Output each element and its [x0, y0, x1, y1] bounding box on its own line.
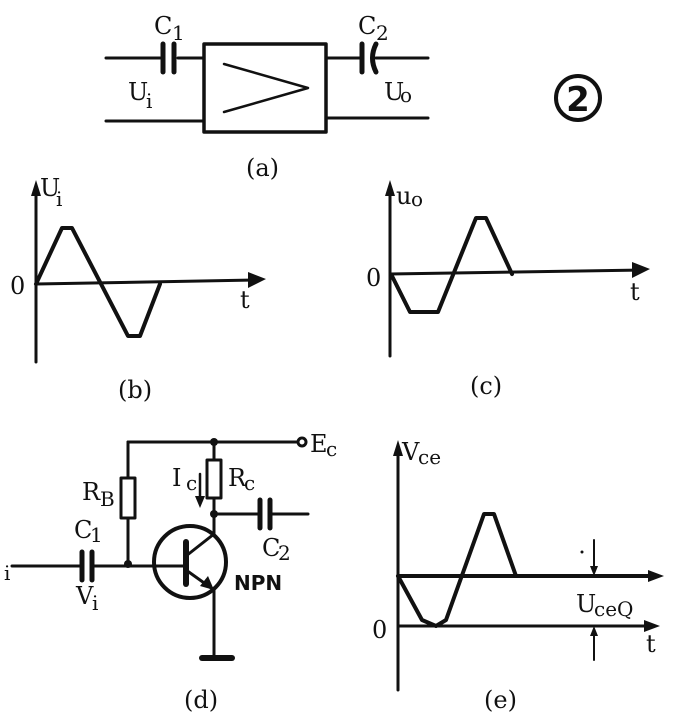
e-x-arrow — [644, 620, 660, 632]
a-c2-label: C — [358, 12, 376, 40]
d-c1-label: C — [74, 516, 92, 544]
e-y-arrow — [393, 440, 403, 456]
d-rb-sub: B — [100, 487, 115, 511]
e-caption: (e) — [484, 686, 517, 714]
panel-b-input-waveform: U i 0 t (b) — [10, 174, 266, 404]
d-rc-resistor — [205, 458, 223, 500]
panel-a-amplifier-block: C 1 C 2 U i U o (a) — [104, 12, 430, 182]
d-rc-label: R — [228, 464, 247, 492]
d-c2-label: C — [262, 534, 280, 562]
amplifier-triangle — [222, 62, 310, 114]
d-base-node — [124, 560, 132, 568]
d-transistor-collector — [184, 532, 216, 558]
a-c2-sub: 2 — [376, 21, 389, 45]
b-x-axis — [34, 278, 260, 286]
figure-number-badge: 2 — [554, 74, 602, 122]
a-input-label: U — [128, 78, 148, 106]
d-rc-sub: c — [244, 471, 255, 495]
d-emitter-arrow — [200, 576, 214, 590]
a-c1-sub: 1 — [172, 21, 185, 45]
e-level-arrow — [648, 570, 664, 582]
a-input-sub: i — [146, 89, 152, 113]
a-caption: (a) — [246, 154, 279, 182]
e-dim-arrow-bottom-head — [590, 626, 598, 636]
e-wave — [396, 512, 518, 628]
d-c2-sub: 2 — [278, 541, 291, 565]
b-origin-label: 0 — [10, 272, 25, 300]
panel-e-vce-waveform: V ce 0 t U ceQ (e) — [372, 438, 664, 714]
d-ic-arrow-head — [195, 496, 205, 508]
c-x-label: t — [630, 278, 640, 306]
e-y-sub: ce — [418, 445, 441, 469]
d-c1-sub: 1 — [90, 523, 103, 547]
c-caption: (c) — [470, 372, 502, 400]
c-x-arrow — [632, 262, 650, 278]
d-transistor-circle — [152, 524, 228, 600]
b-y-sub: i — [56, 187, 62, 211]
b-x-arrow — [248, 272, 266, 288]
panel-d-transistor-circuit: E c R B R c I c C 2 C 1 V i — [4, 430, 337, 714]
d-ic-label: I — [172, 464, 181, 492]
d-vi-label: V — [75, 582, 94, 610]
e-x-label: t — [646, 630, 656, 658]
d-transistor-label: NPN — [234, 571, 282, 595]
b-wave — [34, 226, 162, 338]
figure-number-text: 2 — [566, 80, 590, 120]
e-level-label: U — [576, 590, 596, 618]
d-supply-terminal — [296, 436, 308, 448]
c-y-label: u — [396, 182, 411, 210]
e-dim-arrow-top-head — [590, 566, 598, 576]
panel-c-output-waveform: u o 0 t (c) — [366, 180, 650, 400]
a-output-label: U — [384, 78, 404, 106]
e-y-label: V — [401, 438, 420, 466]
a-c2-plate-right — [370, 41, 379, 75]
c-y-sub: o — [411, 187, 423, 211]
e-origin-label: 0 — [372, 616, 387, 644]
d-caption: (d) — [184, 686, 218, 714]
d-supply-sub: c — [326, 437, 337, 461]
a-output-sub: o — [400, 83, 412, 107]
d-ic-sub: c — [186, 471, 197, 495]
c-wave — [390, 216, 514, 314]
b-y-arrow — [31, 180, 41, 196]
e-dim-dot — [580, 550, 584, 554]
d-rb-label: R — [82, 478, 101, 506]
d-input-mark: i — [4, 561, 10, 585]
b-y-label: U — [40, 174, 60, 202]
b-x-label: t — [240, 286, 250, 314]
c-y-arrow — [385, 180, 395, 196]
amplifier-box — [202, 42, 328, 134]
d-rb-resistor — [119, 476, 137, 520]
figure-number-circle — [554, 74, 602, 122]
d-supply-label: E — [310, 430, 328, 458]
d-vi-sub: i — [92, 591, 98, 615]
b-caption: (b) — [118, 376, 152, 404]
e-level-sub: ceQ — [594, 597, 633, 621]
c-x-axis — [388, 268, 642, 276]
a-c1-label: C — [154, 12, 172, 40]
c-origin-label: 0 — [366, 264, 381, 292]
